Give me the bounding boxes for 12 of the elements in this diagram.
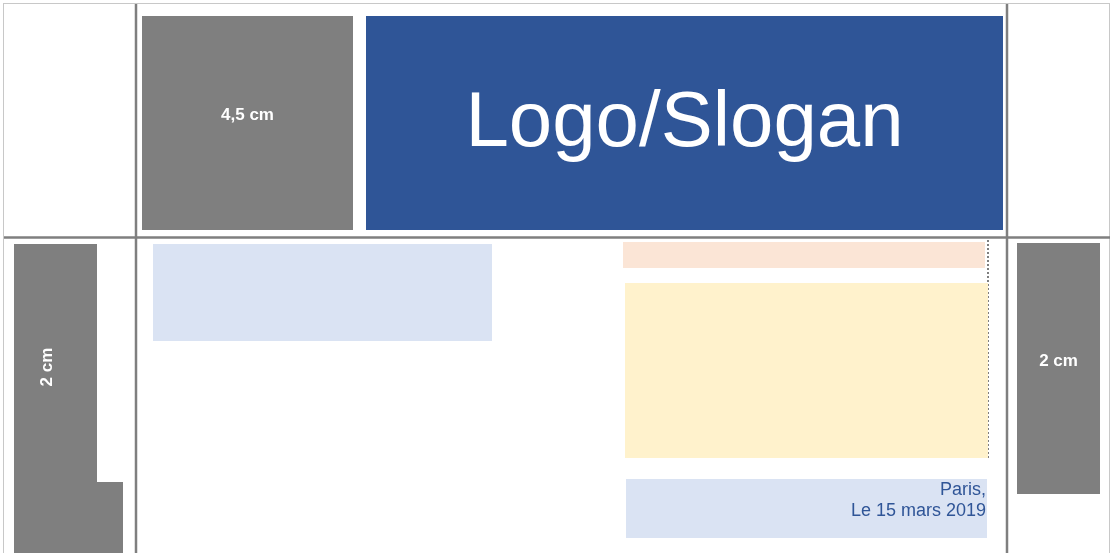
date-label: Le 15 mars 2019 [850, 500, 986, 521]
placeholder-box [153, 244, 492, 341]
margin-block [1017, 243, 1100, 494]
placeholder-box [623, 242, 985, 268]
banner-block [366, 16, 1003, 230]
place-label: Paris, [940, 479, 986, 500]
placeholder-box [625, 283, 988, 458]
dimension-label: 2 cm [1039, 350, 1078, 371]
dimension-label: 2 cm [37, 347, 57, 387]
placeholder-block [142, 16, 353, 230]
date-block [626, 479, 987, 538]
dimension-label: 4,5 cm [221, 105, 274, 125]
